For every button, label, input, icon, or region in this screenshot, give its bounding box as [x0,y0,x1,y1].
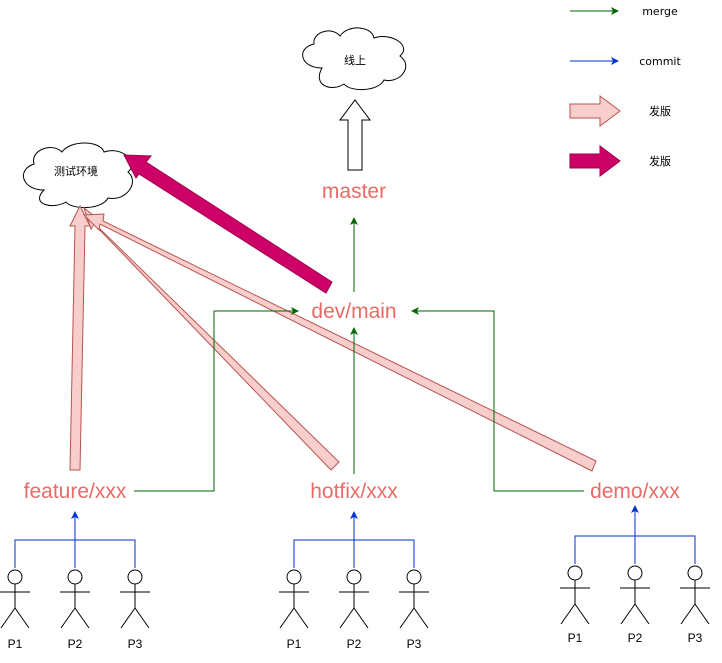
legend-release-light-arrow [569,95,621,127]
person-label: P2 [628,631,643,645]
test-env-label: 测试环境 [54,164,98,178]
release-arrow-demo-to-test [82,213,597,472]
branch-feature: feature/xxx [24,480,127,503]
person-label: P1 [287,637,302,651]
person-icon [620,565,650,625]
merge-feature-to-dev [134,307,299,492]
commit-tree-feature [14,511,136,568]
person-icon [560,565,590,625]
person-label: P3 [688,631,703,645]
strong-release-arrow-dev-to-test [123,154,333,294]
person-label: P3 [128,637,143,651]
person-icon [339,569,369,629]
legend-release-strong-arrow [569,145,621,177]
branch-master: master [322,180,386,203]
person-label: P1 [8,637,23,651]
person-icon [279,569,309,629]
person-icon [60,569,90,629]
legend-commit-label: commit [639,55,681,68]
commit-tree-demo [574,505,696,564]
person-label: P2 [347,637,362,651]
person-label: P2 [68,637,83,651]
merge-lines [134,217,584,492]
test-env-cloud: 测试环境 [22,142,133,208]
online-label: 线上 [344,53,366,67]
person-label: P1 [568,631,583,645]
person-icon [120,569,150,629]
branch-hotfix: hotfix/xxx [310,480,398,503]
person-icon [0,569,30,629]
legend-release-strong-label: 发版 [649,154,671,168]
online-cloud: 线上 [302,27,407,90]
branch-dev-main: dev/main [311,300,396,323]
person-icon [399,569,429,629]
release-arrow-master-to-online [339,99,371,171]
merge-demo-to-dev [411,307,584,492]
branch-demo: demo/xxx [590,480,680,503]
release-arrow-feature-to-test [69,204,91,471]
legend-release-light-label: 发版 [649,104,671,118]
legend-merge-label: merge [642,5,678,18]
person-label: P3 [407,637,422,651]
people [0,565,710,629]
legend: merge commit 发版 发版 [569,5,681,177]
person-icon [680,565,710,625]
release-arrow-hotfix-to-test [83,206,340,471]
commit-lines [14,505,696,568]
commit-tree-hotfix [293,511,415,568]
